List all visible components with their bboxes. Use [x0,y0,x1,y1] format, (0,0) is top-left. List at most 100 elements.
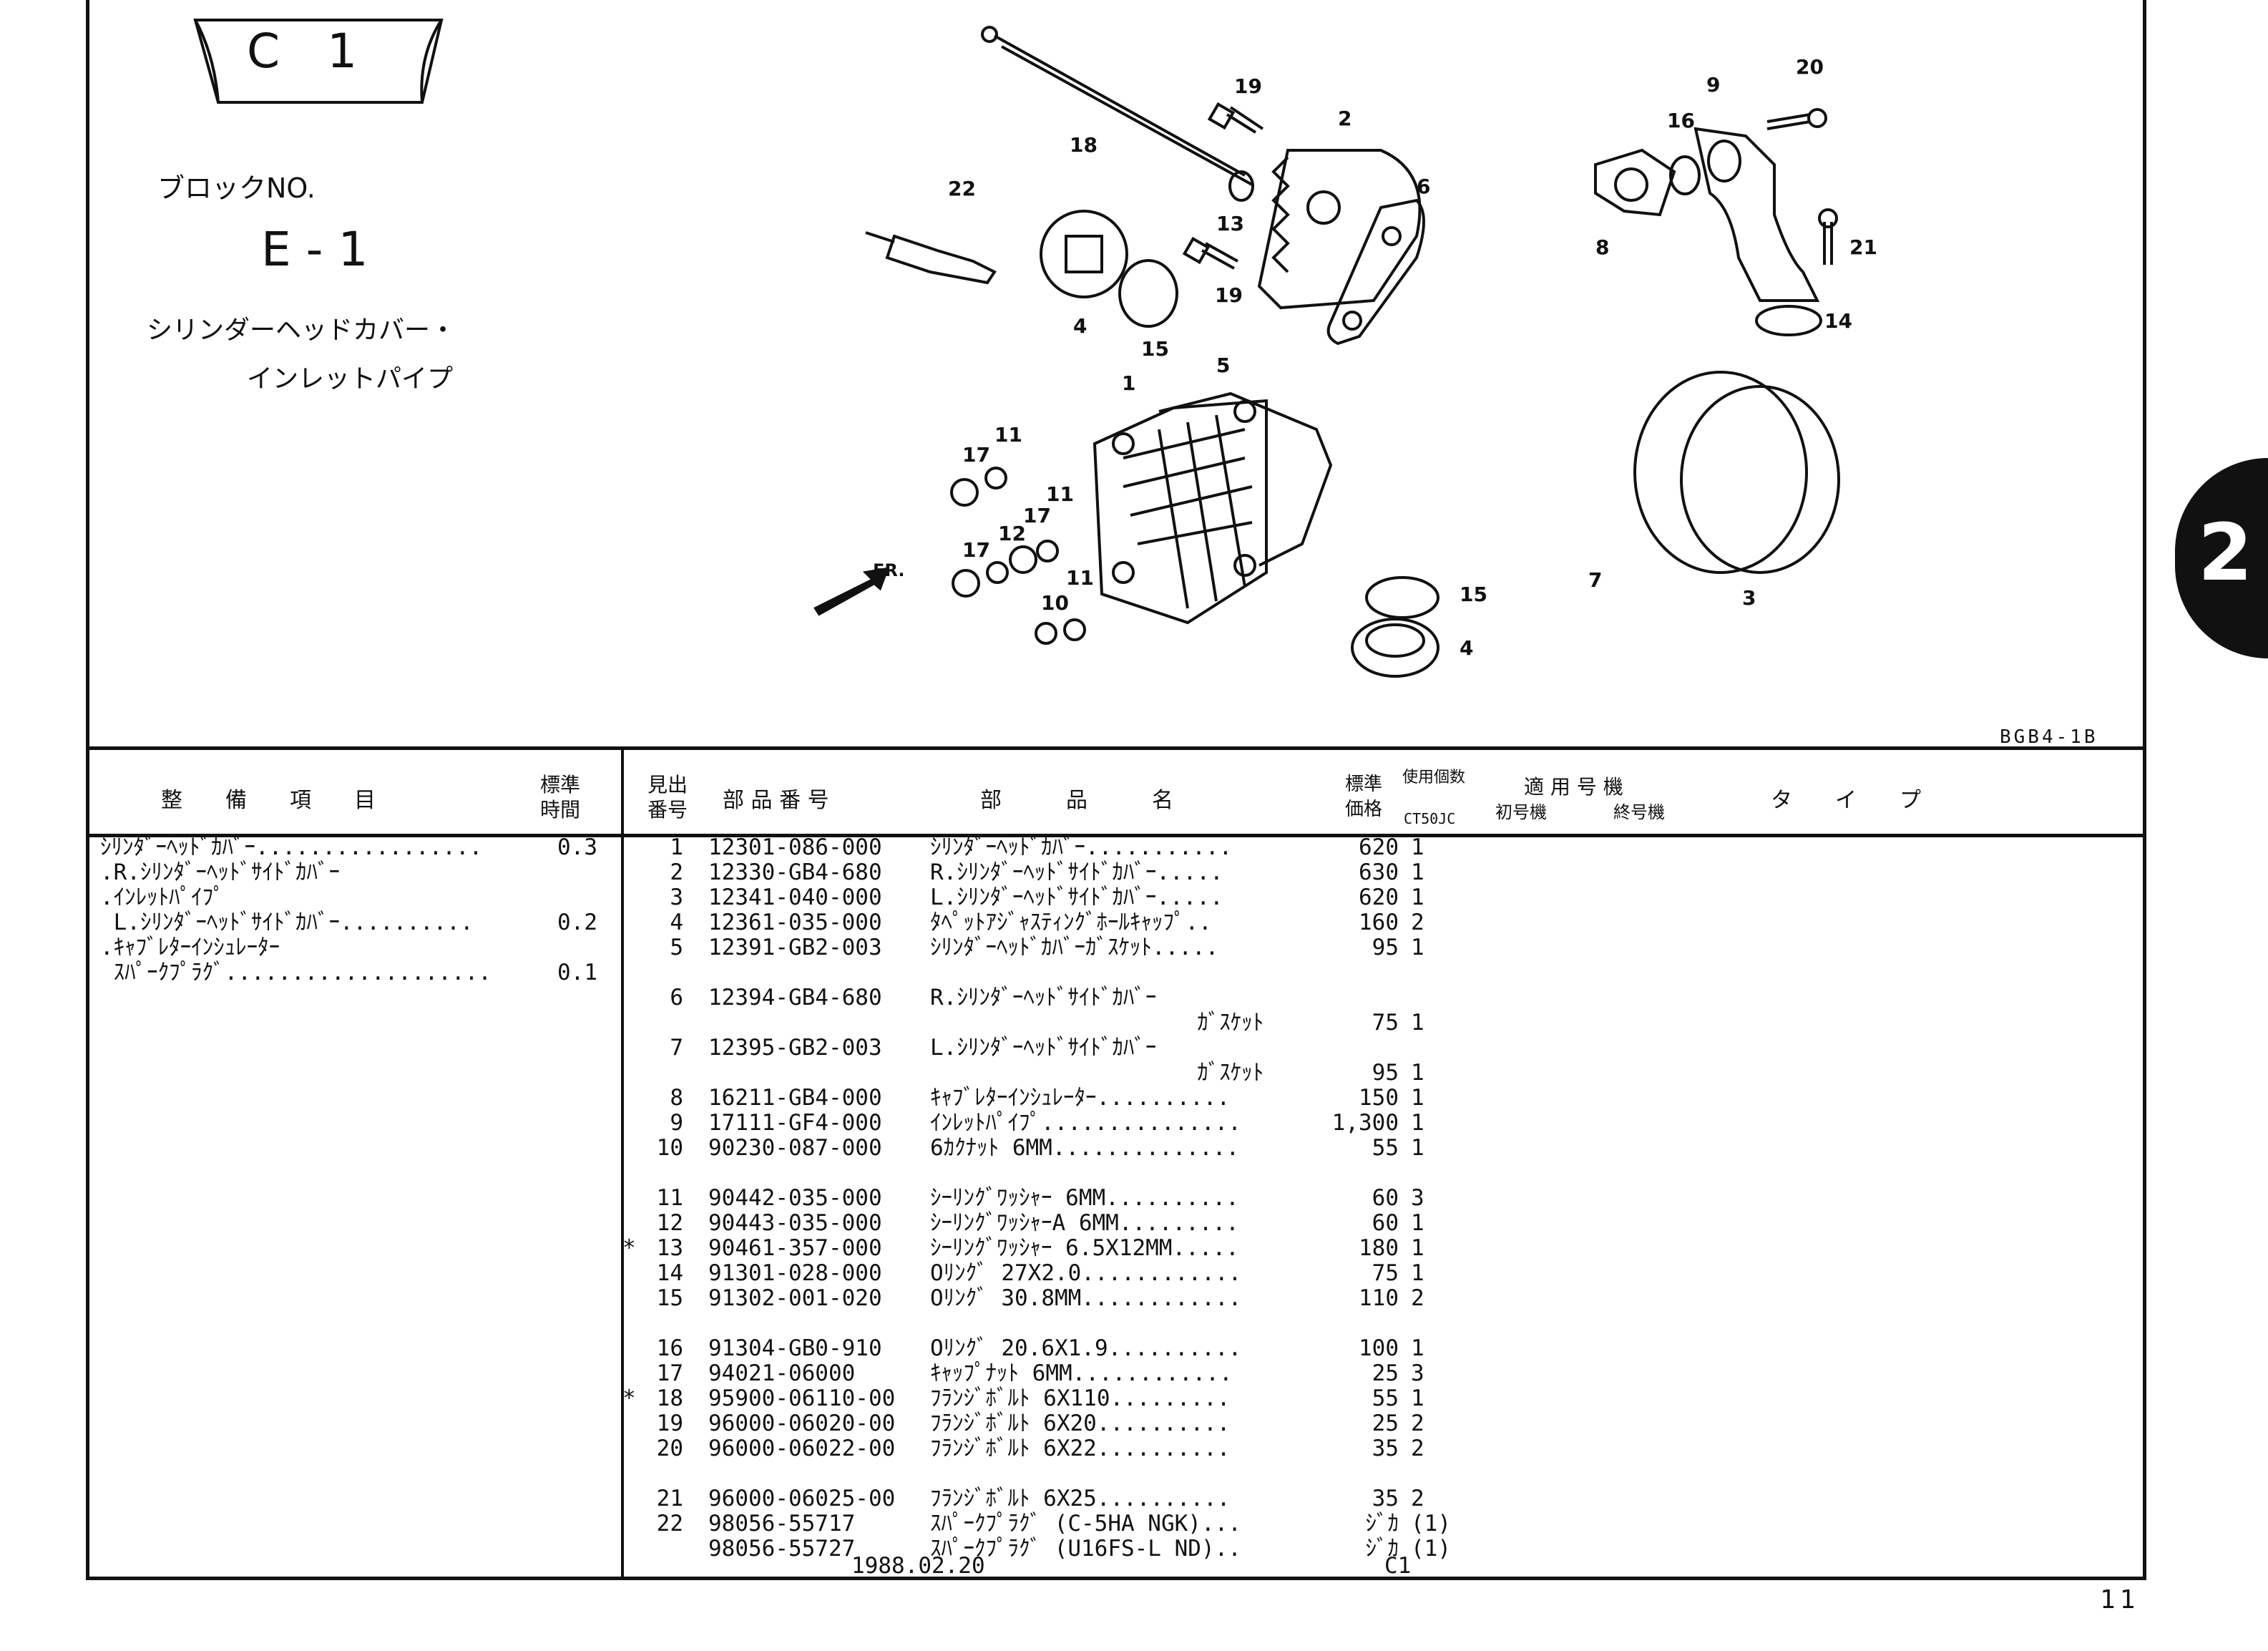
part-ref-no: 13 [656,1235,683,1261]
part-number: 98056-55727 [708,1536,856,1562]
service-item-name: ｼﾘﾝﾀﾞｰﾍｯﾄﾞｶﾊﾞｰ................. [100,834,483,860]
inlet-pipe [1693,127,1820,302]
col-price-1: 標準 [1345,774,1383,795]
part-qty: 1 [1411,859,1424,885]
callout: 2 [1338,107,1351,130]
part-qty: 1 [1411,834,1424,860]
block-label: ブロックNO. [157,172,316,204]
part-number: 98056-55717 [708,1511,856,1536]
part-price: 620 [1359,834,1399,860]
figure-code: BGB4-1B [2000,726,2098,748]
part-name: ｽﾊﾟｰｸﾌﾟﾗｸﾞ (U16FS-L ND).. [930,1536,1241,1562]
part-qty: (1) [1411,1511,1451,1536]
sealing-washer-6mm-a [984,467,1007,490]
part-name: R.ｼﾘﾝﾀﾞｰﾍｯﾄﾞｻｲﾄﾞｶﾊﾞｰ..... [930,859,1223,885]
part-ref-no: 12 [656,1210,683,1236]
col-part-no: 部 品 番 号 [723,788,829,813]
part-ref-no: 4 [670,910,683,935]
part-ref-no: 17 [656,1360,683,1386]
front-arrow [813,567,890,616]
callout: 11 [1066,566,1094,590]
part-ref-no: 21 [656,1486,683,1511]
part-ref-no: 8 [670,1085,683,1111]
part-ref-no: 1 [670,834,683,860]
flange-bolt-6x25 [1823,222,1833,265]
service-item-name: ｽﾊﾟｰｸﾌﾟﾗｸﾞ.................... [100,960,492,985]
col-service-item: 整 備 項 目 [161,788,376,813]
part-ref-no: 9 [670,1110,683,1136]
part-number: 90461-357-000 [708,1235,882,1261]
part-number: 12391-GB2-003 [708,935,882,960]
part-ref-no: 3 [670,885,683,910]
part-price: 180 [1359,1235,1399,1261]
col-type: タ イ プ [1771,788,1921,813]
callout: 22 [948,177,976,200]
o-ring-30-8mm-upper [1118,259,1178,328]
part-price: 60 [1372,1210,1399,1236]
col-applicable: 適 用 号 機 [1524,775,1623,799]
part-qty: (1) [1411,1536,1451,1562]
part-ref-no: 22 [656,1511,683,1536]
col-part-name: 部 品 名 [980,788,1173,813]
block-number: E - 1 [261,222,368,277]
table-header-divider [86,834,2146,837]
part-ref-no: 7 [670,1035,683,1061]
callout: 5 [1216,354,1230,377]
part-number: 91304-GB0-910 [708,1335,882,1361]
section-tab: 2 [2175,458,2268,658]
sealing-washer-6-5x12 [1228,170,1254,202]
part-name: ｲﾝﾚｯﾄﾊﾟｲﾌﾟ............... [930,1110,1241,1136]
part-price: 100 [1359,1335,1399,1361]
callout: 15 [1460,583,1487,606]
part-price: 630 [1359,859,1399,885]
callout: 18 [1070,133,1098,157]
part-number: 16211-GB4-000 [708,1085,882,1111]
page-frame [86,0,2146,1580]
part-number: 96000-06022-00 [708,1436,896,1461]
part-number: 91302-001-020 [708,1285,882,1311]
part-number: 90230-087-000 [708,1135,882,1161]
col-std-time-1: 標準 [540,773,581,797]
part-ref-no: 19 [656,1411,683,1436]
part-qty: 1 [1411,1110,1424,1136]
part-ref-no: 10 [656,1135,683,1161]
callout: 4 [1073,314,1087,338]
part-qty: 1 [1411,1135,1424,1161]
part-price: 60 [1372,1185,1399,1211]
part-number: 94021-06000 [708,1360,856,1386]
part-name: ｼｰﾘﾝｸﾞﾜｯｼｬｰ 6MM.......... [930,1185,1239,1211]
part-number: 17111-GF4-000 [708,1110,882,1136]
cap-nut-6mm-a [950,478,979,507]
col-model: CT50JC [1404,810,1456,827]
part-name: ｼｰﾘﾝｸﾞﾜｯｼｬｰA 6MM......... [930,1210,1239,1236]
part-star: * [622,1235,636,1261]
callout: 17 [962,443,990,467]
part-ref-no: 6 [670,985,683,1010]
col-ref-no-2: 番号 [647,798,688,822]
left-side-cover [1680,385,1840,574]
part-ref-no: 2 [670,859,683,885]
service-item-name: .R.ｼﾘﾝﾀﾞｰﾍｯﾄﾞｻｲﾄﾞｶﾊﾞｰ [100,859,340,885]
flange-bolt-6x20-lower [1201,242,1238,270]
part-ref-no: 20 [656,1436,683,1461]
part-qty: 1 [1411,935,1424,960]
part-price: ｼﾞｶ [1365,1536,1399,1562]
section-title-line1: シリンダーヘッドカバー・ [147,316,456,345]
page-number: 11 [2100,1585,2140,1615]
callout: 13 [1216,212,1244,235]
part-number: 90443-035-000 [708,1210,882,1236]
part-name: ｼｰﾘﾝｸﾞﾜｯｼｬｰ 6.5X12MM..... [930,1235,1239,1261]
col-std-time-2: 時間 [540,798,581,822]
sealing-washer-6mm-b [1036,540,1059,562]
callout: 20 [1796,55,1824,79]
carburetor-insulator [1594,148,1676,217]
part-name: ﾌﾗﾝｼﾞﾎﾞﾙﾄ 6X20.......... [930,1411,1231,1436]
part-price: 25 [1372,1411,1399,1436]
part-name: ﾌﾗﾝｼﾞﾎﾞﾙﾄ 6X25.......... [930,1486,1231,1511]
section-title-line2: インレットパイプ [247,364,454,394]
callout: 14 [1824,309,1852,333]
part-name: ｶﾞｽｹｯﾄ [930,1060,1264,1086]
part-name: ﾌﾗﾝｼﾞﾎﾞﾙﾄ 6X110......... [930,1385,1231,1411]
flange-bolt-6x110 [994,34,1246,177]
block-code: C 1 [247,24,358,79]
